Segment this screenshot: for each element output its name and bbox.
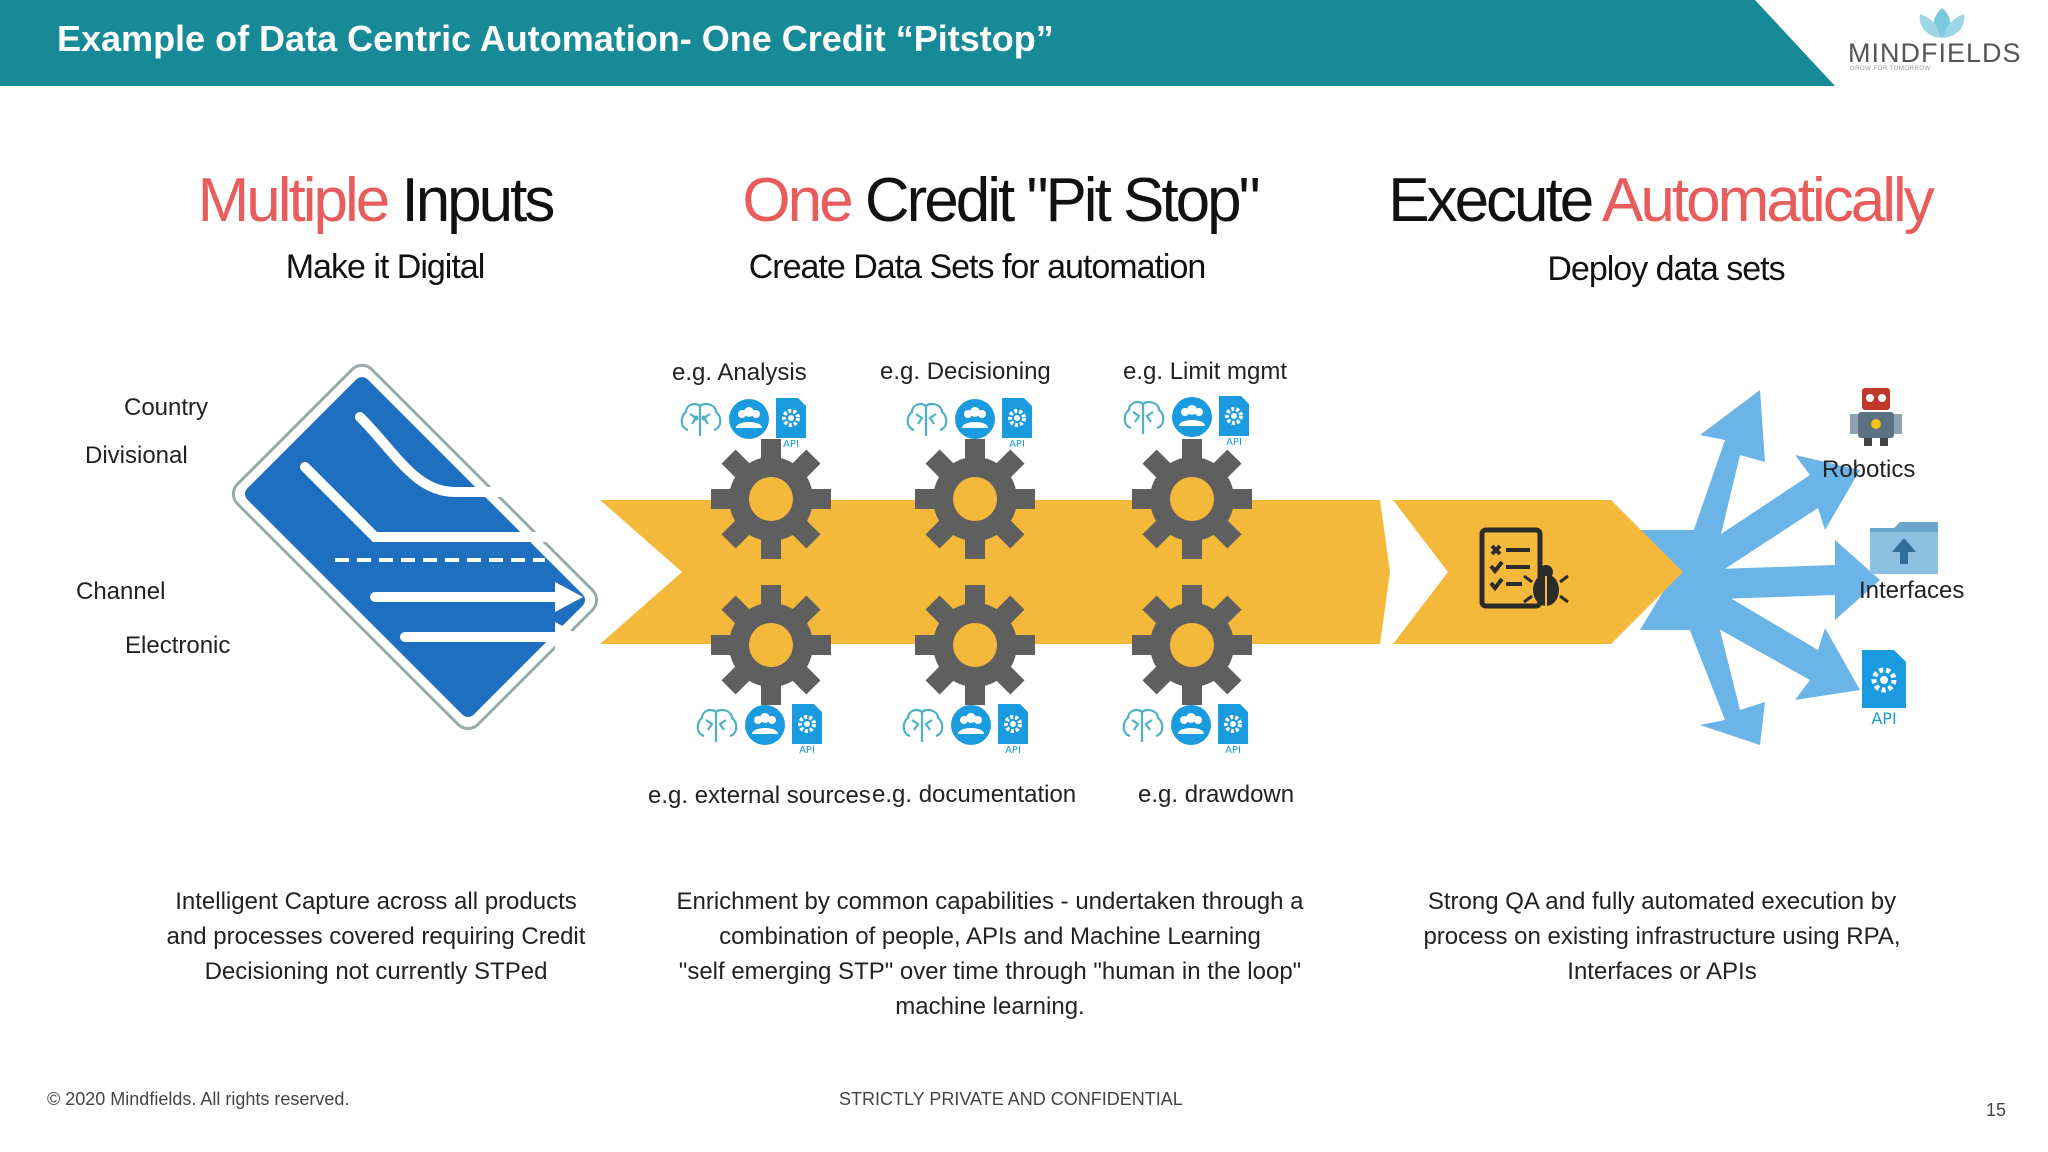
- description-execute: Strong QA and fully automated execution …: [1423, 888, 1901, 985]
- people-icon: [951, 705, 991, 745]
- api-doc-icon: API: [1002, 398, 1032, 450]
- input-label-channel: Channel: [76, 578, 166, 605]
- distribution-burst: [1640, 390, 1880, 745]
- lotus-icon: [1919, 8, 1965, 38]
- brain-icon: [1122, 708, 1164, 742]
- example-label-drawdown: e.g. drawdown: [1138, 781, 1295, 808]
- svg-text:API: API: [1225, 745, 1241, 756]
- heading-multiple-inputs: Multiple Inputs: [197, 166, 556, 235]
- capability-icons-decisioning: API: [904, 396, 1044, 450]
- page-number: 15: [1986, 1100, 2007, 1120]
- footer-confidential: STRICTLY PRIVATE AND CONFIDENTIAL: [839, 1089, 1183, 1109]
- description-pitstop: Enrichment by common capabilities - unde…: [676, 888, 1304, 1020]
- brain-icon: [906, 402, 948, 436]
- heading-one-credit-pit-stop: One Credit "Pit Stop": [742, 166, 1260, 235]
- svg-text:API: API: [1226, 437, 1242, 448]
- subheading-make-it-digital: Make it Digital: [285, 248, 486, 286]
- logo-tagline: GROW FOR TOMORROW: [1850, 66, 1931, 72]
- logo-wordmark: MINDFIELDS: [1848, 38, 2022, 68]
- api-doc-icon: API: [776, 398, 806, 450]
- api-doc-icon: API: [1862, 650, 1906, 728]
- input-label-country: Country: [124, 394, 209, 421]
- people-icon: [1171, 705, 1211, 745]
- subheading-deploy-data-sets: Deploy data sets: [1547, 250, 1785, 288]
- heading-execute-automatically: Execute Automatically: [1388, 166, 1935, 235]
- capability-icons-documentation: API: [900, 702, 1040, 756]
- folder-upload-icon: [1870, 522, 1938, 574]
- output-label-interfaces: Interfaces: [1859, 577, 1965, 604]
- brain-icon: [680, 402, 722, 436]
- svg-text:API: API: [1009, 439, 1025, 450]
- people-icon: [745, 705, 785, 745]
- example-label-decisioning: e.g. Decisioning: [880, 358, 1051, 385]
- gear-icon: [711, 439, 831, 559]
- capability-icons-drawdown: API: [1120, 702, 1260, 756]
- input-label-divisional: Divisional: [85, 442, 188, 469]
- svg-text:API: API: [1005, 745, 1021, 756]
- input-label-electronic: Electronic: [125, 632, 231, 659]
- output-label-robotics: Robotics: [1822, 456, 1916, 483]
- brain-icon: [696, 708, 738, 742]
- checklist-bug-icon: [1479, 527, 1569, 609]
- svg-text:API: API: [799, 745, 815, 756]
- api-doc-icon: API: [1219, 396, 1249, 448]
- example-label-analysis: e.g. Analysis: [672, 359, 807, 386]
- slide-title: Example of Data Centric Automation- One …: [57, 18, 1054, 59]
- brain-icon: [902, 708, 944, 742]
- capability-icons-external-sources: API: [694, 702, 834, 756]
- footer-copyright: © 2020 Mindfields. All rights reserved.: [47, 1089, 350, 1109]
- capability-icons-analysis: API: [678, 396, 818, 450]
- gear-icon: [711, 585, 831, 705]
- example-label-limit-mgmt: e.g. Limit mgmt: [1123, 358, 1288, 385]
- gear-icon: [1132, 439, 1252, 559]
- subheading-create-data-sets: Create Data Sets for automation: [748, 248, 1207, 286]
- people-icon: [729, 399, 769, 439]
- robot-icon: [1850, 388, 1902, 446]
- svg-text:API: API: [783, 439, 799, 450]
- example-label-documentation: e.g. documentation: [872, 781, 1077, 808]
- gear-icon: [1132, 585, 1252, 705]
- gear-icon: [915, 439, 1035, 559]
- people-icon: [955, 399, 995, 439]
- header-bar: [0, 0, 1835, 86]
- svg-text:API: API: [1871, 709, 1896, 728]
- merge-sign-icon: [231, 363, 599, 731]
- api-doc-icon: API: [998, 704, 1028, 756]
- example-label-external-sources: e.g. external sources: [648, 782, 871, 809]
- gear-icon: [915, 585, 1035, 705]
- api-doc-icon: API: [792, 704, 822, 756]
- people-icon: [1172, 397, 1212, 437]
- capability-icons-limit-mgmt: API: [1121, 394, 1261, 448]
- brain-icon: [1123, 400, 1165, 434]
- api-doc-icon: API: [1218, 704, 1248, 756]
